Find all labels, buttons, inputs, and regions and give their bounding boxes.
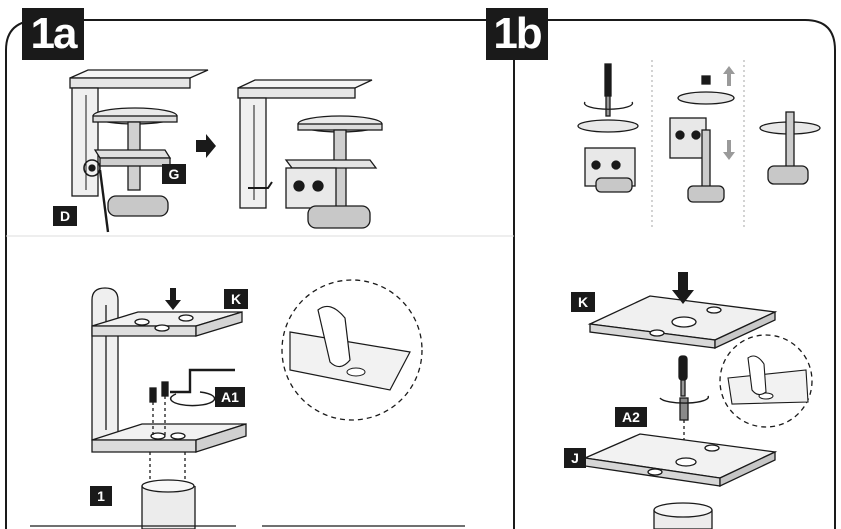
bracket-assembly-a1 <box>91 287 247 529</box>
clamp-illustration-right <box>237 79 383 229</box>
arrow-right-icon <box>196 134 216 158</box>
rotation-arrow-icon <box>659 395 709 404</box>
clamp-illustration-left <box>69 69 209 233</box>
arrow-down-icon <box>672 272 694 304</box>
direction-arrows <box>723 66 735 160</box>
plate-assembly-a2 <box>582 295 778 529</box>
label-1: 1 <box>90 486 112 506</box>
label-k-right: K <box>571 292 595 312</box>
label-d: D <box>53 206 77 226</box>
label-g: G <box>162 164 186 184</box>
label-a2: A2 <box>615 407 647 427</box>
label-a1: A1 <box>215 387 245 407</box>
magnifier-detail-icon <box>719 334 813 428</box>
label-j: J <box>564 448 586 468</box>
rotation-arrow-icon <box>169 391 216 407</box>
label-k-left: K <box>224 289 248 309</box>
step-badge-1a: 1a <box>22 8 84 60</box>
step-badge-1b: 1b <box>486 8 548 60</box>
arrow-down-icon <box>165 288 181 310</box>
threaded-stud-sequence <box>577 60 821 230</box>
magnifier-detail-icon <box>281 279 423 421</box>
